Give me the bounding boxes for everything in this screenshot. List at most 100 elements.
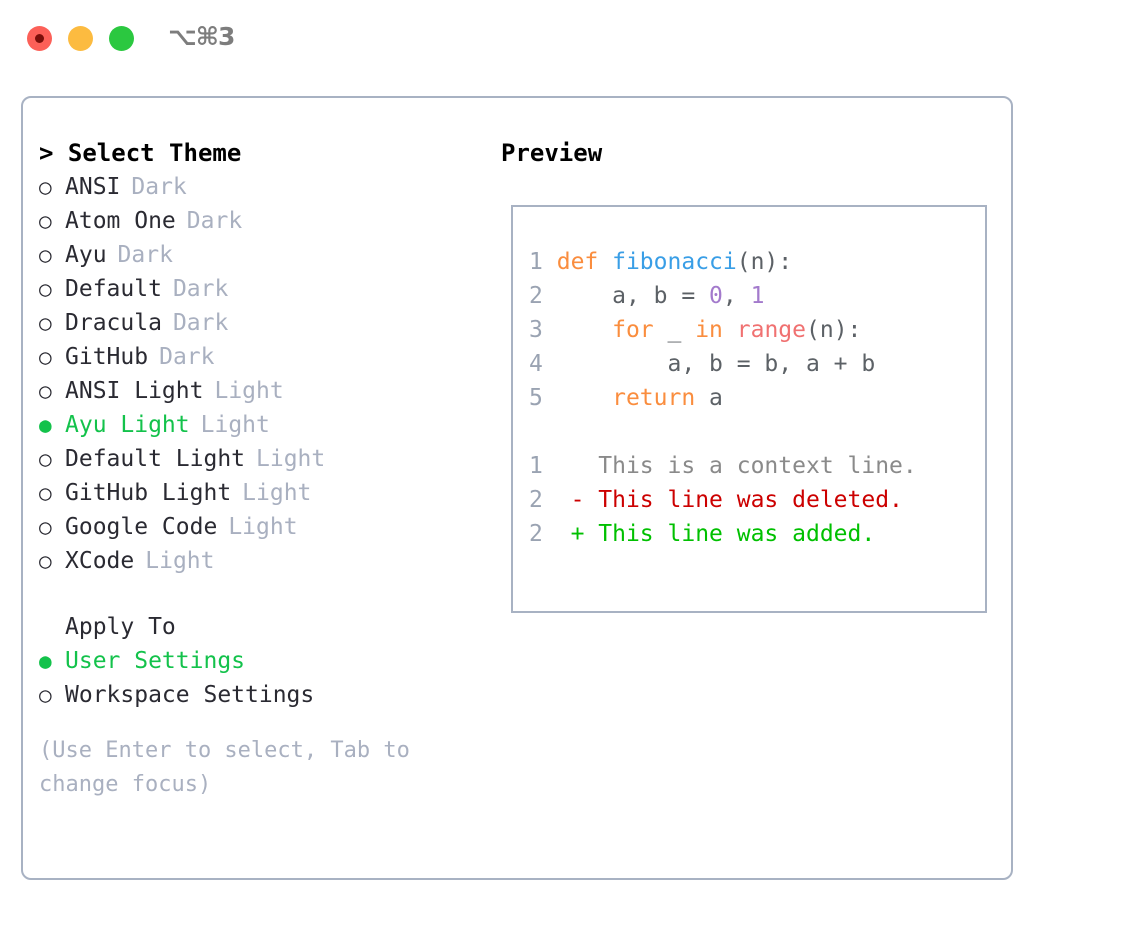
- apply-to-header: Apply To: [65, 614, 176, 640]
- theme-variant-badge: Light: [242, 480, 312, 506]
- code-token: 1: [750, 283, 765, 309]
- radio-selected-icon: ●: [39, 649, 52, 673]
- theme-name-label: Ayu: [65, 242, 107, 268]
- code-line: 1 def fibonacci(n):: [529, 245, 917, 279]
- theme-name-label: XCode: [65, 548, 135, 574]
- diff-text: This is a context line.: [598, 453, 917, 479]
- code-token: range: [736, 317, 807, 343]
- preview-title: Preview: [501, 139, 603, 167]
- theme-variant-badge: Dark: [159, 344, 215, 370]
- theme-variant-badge: Dark: [172, 276, 229, 302]
- code-token: fibonacci: [612, 249, 737, 275]
- apply-to-label: Workspace Settings: [65, 682, 315, 708]
- diff-line: 1 This is a context line.: [529, 449, 917, 483]
- apply-to-list: ● User Settings ○ Workspace Settings: [39, 644, 479, 712]
- radio-unselected-icon: ○: [39, 683, 52, 707]
- theme-name-label: Atom One: [65, 208, 176, 234]
- theme-name-label: GitHub: [65, 344, 149, 370]
- radio-unselected-icon: ○: [39, 379, 52, 403]
- diff-marker: +: [570, 521, 599, 547]
- theme-list-item[interactable]: ○ Ayu Dark: [39, 238, 479, 272]
- line-number: 5: [529, 385, 543, 411]
- theme-list-item[interactable]: ○ GitHub Dark: [39, 340, 479, 374]
- theme-name-label: GitHub Light: [65, 480, 232, 506]
- theme-variant-badge: Dark: [172, 310, 229, 336]
- theme-variant-badge: Light: [200, 412, 270, 438]
- radio-unselected-icon: ○: [39, 549, 52, 573]
- radio-unselected-icon: ○: [39, 447, 52, 471]
- code-token: def: [556, 249, 613, 275]
- line-number: 1: [529, 249, 543, 275]
- code-line: 2 a, b = 0, 1: [529, 279, 917, 313]
- theme-list-item[interactable]: ○ Default Light Light: [39, 442, 479, 476]
- minimize-window-button[interactable]: [68, 26, 93, 51]
- theme-variant-badge: Dark: [186, 208, 243, 234]
- apply-to-item[interactable]: ● User Settings: [39, 644, 479, 678]
- code-token: [557, 317, 612, 343]
- radio-unselected-icon: ○: [39, 277, 52, 301]
- code-token: (n):: [736, 249, 793, 275]
- radio-unselected-icon: ○: [39, 345, 52, 369]
- theme-list-item[interactable]: ○ Dracula Dark: [39, 306, 479, 340]
- theme-variant-badge: Light: [228, 514, 298, 540]
- radio-unselected-icon: ○: [39, 243, 52, 267]
- hint-spacer: [39, 712, 479, 734]
- theme-variant-badge: Light: [214, 378, 284, 404]
- diff-line: 2 - This line was deleted.: [529, 483, 917, 517]
- close-window-button[interactable]: [27, 26, 52, 51]
- line-number: 2: [529, 487, 543, 513]
- theme-list-item[interactable]: ○ ANSI Light Light: [39, 374, 479, 408]
- diff-marker: -: [570, 487, 599, 513]
- code-token: a, b = b, a + b: [556, 351, 876, 377]
- line-number: 2: [529, 283, 543, 309]
- theme-name-label: Google Code: [65, 514, 218, 540]
- code-token: for: [612, 317, 654, 343]
- code-token: return: [612, 385, 696, 411]
- code-token: in: [695, 317, 723, 343]
- code-blank-line: [529, 415, 917, 449]
- code-token: 0: [709, 283, 723, 309]
- theme-variant-badge: Light: [256, 446, 326, 472]
- theme-variant-badge: Dark: [117, 242, 173, 268]
- line-number: 4: [529, 351, 543, 377]
- select-theme-header: > Select Theme: [39, 139, 242, 167]
- radio-selected-icon: ●: [39, 413, 52, 437]
- code-token: ,: [722, 283, 751, 309]
- code-token: [723, 317, 737, 343]
- theme-name-label: ANSI Light: [65, 378, 204, 404]
- apply-to-item[interactable]: ○ Workspace Settings: [39, 678, 479, 712]
- theme-list-item[interactable]: ○ Default Dark: [39, 272, 479, 306]
- title-bar: ⌥⌘3: [0, 0, 1140, 78]
- preview-column: Preview: [501, 136, 1001, 170]
- theme-name-label: Dracula: [65, 310, 162, 336]
- apply-to-label: User Settings: [65, 648, 246, 674]
- theme-name-label: Default Light: [65, 446, 246, 472]
- code-line: 4 a, b = b, a + b: [529, 347, 917, 381]
- diff-text: This line was deleted.: [598, 487, 903, 513]
- code-token: [557, 385, 612, 411]
- code-token: (n):: [806, 317, 862, 343]
- line-number: 3: [529, 317, 543, 343]
- code-line: 5 return a: [529, 381, 917, 415]
- traffic-lights: [27, 26, 134, 51]
- maximize-window-button[interactable]: [109, 26, 134, 51]
- radio-unselected-icon: ○: [39, 311, 52, 335]
- line-number: 2: [529, 521, 543, 547]
- theme-name-label: Default: [65, 276, 162, 302]
- radio-unselected-icon: ○: [39, 209, 52, 233]
- theme-name-label: ANSI: [65, 174, 121, 200]
- code-token: a: [695, 385, 723, 411]
- keyboard-shortcut-label: ⌥⌘3: [168, 22, 235, 51]
- theme-list-item[interactable]: ○ Atom One Dark: [39, 204, 479, 238]
